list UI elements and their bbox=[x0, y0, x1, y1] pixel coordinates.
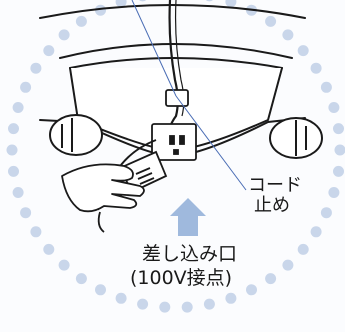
frame-dot bbox=[138, 0, 147, 2]
cord-stopper-label: コード 止め bbox=[248, 176, 302, 216]
frame-dot bbox=[333, 165, 344, 177]
frame-dot bbox=[225, 292, 237, 304]
frame-dot bbox=[115, 292, 127, 304]
frame-dot bbox=[310, 226, 322, 238]
right-foot bbox=[269, 117, 323, 159]
frame-dot bbox=[203, 298, 215, 310]
frame-dot bbox=[334, 144, 345, 156]
frame-dot bbox=[181, 301, 193, 313]
frame-dot bbox=[246, 284, 257, 296]
frame-dot bbox=[20, 81, 32, 93]
frame-dot bbox=[297, 45, 309, 57]
frame-dot bbox=[95, 284, 106, 296]
frame-dot bbox=[282, 259, 294, 271]
outlet-panel bbox=[151, 123, 197, 161]
cord-stopper-label-line1: コード bbox=[248, 175, 302, 196]
frame-dot bbox=[115, 0, 127, 8]
frame-dot bbox=[30, 62, 42, 74]
frame-dot bbox=[320, 81, 332, 93]
frame-dot bbox=[328, 102, 340, 113]
frame-dot bbox=[265, 15, 277, 27]
frame-dot bbox=[265, 273, 277, 285]
leader-line-top bbox=[131, 0, 177, 97]
frame-dot bbox=[43, 243, 55, 255]
outlet-label-line1: 差し込み口 bbox=[142, 243, 238, 265]
frame-dot bbox=[43, 45, 55, 57]
outlet-label: 差し込み口 (100V接点) bbox=[130, 242, 237, 290]
cord-stopper-label-line2: 止め bbox=[254, 195, 290, 216]
frame-dot bbox=[137, 298, 149, 310]
frame-dot bbox=[8, 123, 19, 135]
frame-dot bbox=[8, 165, 19, 177]
frame-dot bbox=[282, 29, 294, 41]
frame-dot bbox=[6, 144, 18, 156]
frame-dot bbox=[58, 29, 70, 41]
frame-dot bbox=[328, 187, 340, 198]
frame-dot bbox=[12, 102, 24, 113]
outlet-label-line2: (100V接点) bbox=[130, 267, 233, 289]
frame-dot bbox=[333, 123, 344, 135]
insert-direction-arrow-icon bbox=[170, 198, 206, 236]
appliance-body bbox=[39, 4, 306, 157]
frame-dot bbox=[58, 259, 70, 271]
frame-dot bbox=[310, 62, 322, 74]
frame-dot bbox=[205, 0, 214, 2]
frame-dot bbox=[30, 226, 42, 238]
frame-dot bbox=[75, 15, 87, 27]
leader-line-cord-stopper bbox=[175, 95, 247, 191]
frame-dot bbox=[75, 273, 87, 285]
left-foot bbox=[49, 114, 103, 156]
frame-dot bbox=[20, 207, 32, 219]
frame-dot bbox=[297, 243, 309, 255]
frame-dot bbox=[320, 207, 332, 219]
frame-dot bbox=[159, 301, 171, 313]
hand bbox=[61, 163, 145, 233]
frame-dot bbox=[225, 0, 237, 8]
frame-dot bbox=[12, 187, 24, 198]
frame-dot bbox=[95, 4, 106, 16]
